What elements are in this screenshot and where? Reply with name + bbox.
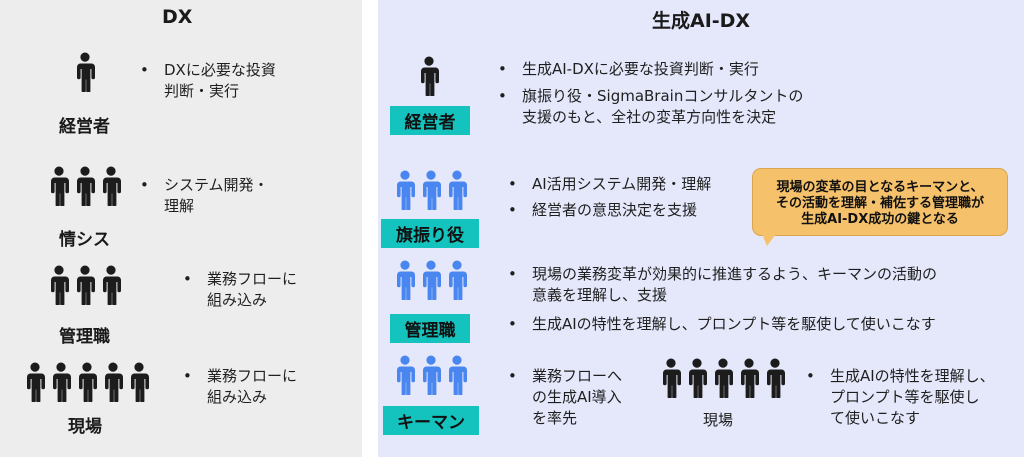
- field-workers-people-icon: [22, 362, 152, 402]
- it-dept-people-icon: [46, 166, 124, 206]
- person-icon: [423, 355, 441, 395]
- genai-field-label: 現場: [703, 411, 734, 429]
- callout-pointer: [762, 234, 776, 246]
- person-icon: [397, 260, 415, 300]
- person-icon: [79, 362, 97, 402]
- person-icon: [77, 166, 95, 206]
- person-icon: [715, 358, 733, 398]
- left-manager-label: 管理職: [59, 327, 110, 347]
- genai-field-workers-people-icon: [658, 358, 788, 398]
- person-icon: [689, 358, 707, 398]
- person-icon: [741, 358, 759, 398]
- flag-bearer-tag: 旗振り役: [381, 219, 479, 248]
- person-icon: [397, 355, 415, 395]
- left-field-label: 現場: [68, 417, 102, 437]
- person-icon: [449, 260, 467, 300]
- genai-manager-tag: 管理職: [390, 314, 470, 343]
- executive-person-icon: [72, 52, 98, 92]
- person-icon: [421, 56, 439, 96]
- genai-manager-bullet-2: 生成AIの特性を理解し、プロンプト等を駆使して使いこなす: [508, 314, 936, 335]
- person-icon: [103, 166, 121, 206]
- genai-executive-person-icon: [416, 56, 442, 96]
- person-icon: [105, 362, 123, 402]
- person-icon: [131, 362, 149, 402]
- genai-dx-panel-title: 生成AI-DX: [652, 10, 751, 32]
- manager-people-icon: [46, 265, 124, 305]
- left-it-dept-label: 情シス: [59, 230, 110, 250]
- person-icon: [77, 52, 95, 92]
- person-icon: [51, 265, 69, 305]
- person-icon: [77, 265, 95, 305]
- person-icon: [27, 362, 45, 402]
- flag-bearer-bullet-2: 経営者の意思決定を支援: [508, 200, 697, 221]
- genai-executive-tag: 経営者: [390, 106, 470, 135]
- left-executive-bullet: DXに必要な投資 判断・実行: [140, 60, 276, 102]
- person-icon: [51, 166, 69, 206]
- person-icon: [767, 358, 785, 398]
- left-executive-label: 経営者: [59, 117, 110, 137]
- left-field-bullet: 業務フローに 組み込み: [183, 366, 297, 408]
- genai-manager-bullet-1: 現場の業務変革が効果的に推進するよう、キーマンの活動の 意義を理解し、支援: [508, 264, 937, 306]
- person-icon: [449, 170, 467, 210]
- person-icon: [53, 362, 71, 402]
- genai-executive-bullet-1: 生成AI-DXに必要な投資判断・実行: [498, 59, 759, 80]
- keyman-bullet: 業務フローへ の生成AI導入 を率先: [508, 366, 622, 429]
- keyman-people-icon: [392, 355, 470, 395]
- left-it-dept-bullet: システム開発・ 理解: [140, 175, 268, 217]
- person-icon: [103, 265, 121, 305]
- dx-panel-title: DX: [162, 6, 193, 28]
- genai-field-bullet: 生成AIの特性を理解し、 プロンプト等を駆使し て使いこなす: [806, 366, 995, 429]
- person-icon: [423, 170, 441, 210]
- genai-manager-people-icon: [392, 260, 470, 300]
- person-icon: [449, 355, 467, 395]
- left-manager-bullet: 業務フローに 組み込み: [183, 269, 297, 311]
- person-icon: [663, 358, 681, 398]
- key-message-callout: 現場の変革の目となるキーマンと、 その活動を理解・補佐する管理職が 生成AI-D…: [752, 168, 1008, 236]
- flag-bearer-people-icon: [392, 170, 470, 210]
- genai-executive-bullet-2: 旗振り役・SigmaBrainコンサルタントの 支援のもと、全社の変革方向性を決…: [498, 86, 803, 128]
- keyman-tag: キーマン: [383, 406, 479, 435]
- flag-bearer-bullet-1: AI活用システム開発・理解: [508, 174, 711, 195]
- person-icon: [423, 260, 441, 300]
- person-icon: [397, 170, 415, 210]
